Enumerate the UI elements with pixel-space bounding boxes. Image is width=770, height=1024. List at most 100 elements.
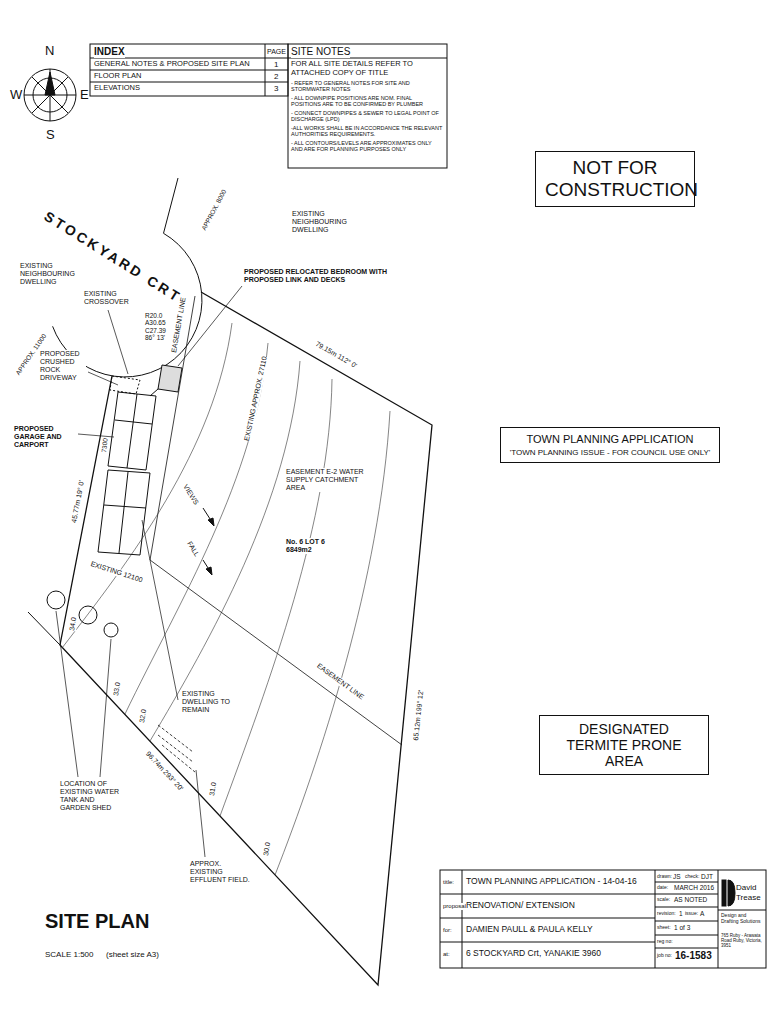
leader-line xyxy=(88,372,118,385)
contour-line xyxy=(125,343,268,714)
title-rule xyxy=(655,907,718,908)
linework xyxy=(24,44,766,985)
title-rule xyxy=(718,870,719,968)
compass-letter: W xyxy=(10,88,22,103)
relocated-bedroom xyxy=(158,365,182,392)
dwelling-wall xyxy=(104,505,146,508)
tree xyxy=(47,591,65,609)
title-rule xyxy=(718,910,766,911)
note-heading: DESIGNATED TERMITE PRONE AREA xyxy=(549,721,699,769)
plan-label: EXISTING NEIGHBOURING DWELLING xyxy=(20,262,82,286)
title-block-text: DJT xyxy=(701,873,713,880)
dimension: EXISTING 12100 xyxy=(90,560,144,584)
title-rule xyxy=(655,870,656,968)
logo-mark xyxy=(722,880,726,906)
title-block-label: revision: xyxy=(657,911,676,917)
contour-level: 32.0 xyxy=(138,709,148,724)
effluent-trench xyxy=(158,735,193,762)
garage-divider xyxy=(115,420,152,424)
index-heading: PAGE xyxy=(267,48,286,56)
arrow-head xyxy=(206,567,212,575)
contour-line xyxy=(220,379,332,816)
title-rule xyxy=(655,948,718,949)
plan-label: PROPOSED RELOCATED BEDROOM WITH PROPOSED… xyxy=(244,268,394,284)
site-note: - ALL DOWNPIPE POSITIONS ARE NOM. FINAL … xyxy=(291,95,443,108)
scale-note: SCALE 1:500 xyxy=(45,950,93,959)
site-note: FOR ALL SITE DETAILS REFER TO ATTACHED C… xyxy=(291,60,443,77)
arrow-head xyxy=(208,518,214,526)
page-number: 3 xyxy=(274,84,278,93)
title-rule xyxy=(440,894,655,895)
table-rule xyxy=(90,58,447,59)
title-block-text: TOWN PLANNING APPLICATION - 14-04-16 xyxy=(466,877,637,887)
leader-line xyxy=(100,639,111,777)
compass-letter: S xyxy=(46,128,55,143)
title-block-text: DAMIEN PAULL & PAULA KELLY xyxy=(466,925,593,935)
title-block-text: JS xyxy=(673,873,681,880)
note-box: DESIGNATED TERMITE PRONE AREA xyxy=(539,715,709,775)
index-entry: GENERAL NOTES & PROPOSED SITE PLAN xyxy=(94,60,250,69)
title-block-label: date: xyxy=(657,885,668,891)
title-block-label: issue: xyxy=(685,911,698,917)
lot-boundary xyxy=(60,292,432,985)
contour-level: 30.0 xyxy=(262,842,272,857)
compass-letter: N xyxy=(45,44,54,59)
site-note: - ALL CONTOURS/LEVELS ARE APPROXIMATES O… xyxy=(291,140,443,153)
title-rule xyxy=(462,870,463,968)
dimension: EXISTING APPROX. 27110 xyxy=(243,356,269,442)
job-number: 16-1583 xyxy=(675,950,712,962)
title-block-label: drawn: xyxy=(657,874,672,880)
page-number: 1 xyxy=(274,60,278,69)
title-block-label: sheet: xyxy=(657,925,671,931)
title-rule xyxy=(655,935,718,936)
site-note: - REFER TO GENERAL NOTES FOR SITE AND ST… xyxy=(291,80,443,93)
title-block-text: MARCH 2016 xyxy=(674,884,714,891)
plan-label: VIEWS xyxy=(181,483,200,506)
index-heading: INDEX xyxy=(94,46,125,58)
title-block-text: 1 of 3 xyxy=(674,924,690,931)
plan-label: EXISTING DWELLING TO REMAIN xyxy=(182,690,237,714)
logo-text: David xyxy=(736,883,756,892)
title-rule xyxy=(440,918,655,919)
site-note: - CONNECT DOWNPIPES & SEWER TO LEGAL POI… xyxy=(291,110,443,123)
title-block-text: AS NOTED xyxy=(674,896,707,903)
boundary-extension xyxy=(28,612,60,645)
garage-divider xyxy=(127,394,137,468)
title-rule xyxy=(655,894,718,895)
dimension: 45.77m 19° 0' xyxy=(70,480,86,524)
index-heading: SITE NOTES xyxy=(291,46,350,58)
leader-line xyxy=(56,611,78,777)
compass-ring xyxy=(24,69,76,121)
plan-label: LOCATION OF EXISTING WATER TANK AND GARD… xyxy=(60,780,120,812)
effluent-trench xyxy=(158,725,193,752)
contour-level: 31.0 xyxy=(208,782,218,797)
leader-line xyxy=(108,310,128,374)
driveway xyxy=(110,376,140,394)
note-box: TOWN PLANNING APPLICATION'TOWN PLANNING … xyxy=(500,427,721,463)
scale-note: (sheet size A3) xyxy=(106,950,159,959)
logo-text: 765 Ruby - Arawata Road Ruby, Victoria, … xyxy=(721,933,765,949)
site-note: -ALL WORKS SHALL BE IN ACCORDANCE THE RE… xyxy=(291,125,443,138)
contour-line xyxy=(275,411,390,875)
index-table xyxy=(90,44,288,96)
dwelling-wall xyxy=(119,472,128,553)
note-heading: NOT FOR CONSTRUCTION xyxy=(545,157,685,201)
plan-label: EASEMENT LINE xyxy=(315,662,365,701)
title-block-label: proposal: xyxy=(443,903,468,910)
plan-label: APPROX. EXISTING EFFLUENT FIELD. xyxy=(190,860,252,884)
title-block-text: 6 STOCKYARD Crt, YANAKIE 3960 xyxy=(466,949,601,959)
dimension: 65.12m 199° 12' xyxy=(412,689,425,740)
logo-text: Trease xyxy=(736,893,761,902)
title-rule xyxy=(655,882,718,883)
road-edge xyxy=(164,178,179,233)
logo-text: Design and Drafting Solutions xyxy=(721,913,765,925)
plan-label: EXISTING NEIGHBOURING DWELLING xyxy=(292,210,354,234)
page-number: 2 xyxy=(274,72,278,81)
plan-label: FALL xyxy=(185,540,200,558)
existing-dwelling xyxy=(98,470,150,555)
contour-level: 33.0 xyxy=(112,682,122,697)
title-block-text: 1 xyxy=(679,910,683,917)
note-text: 'TOWN PLANNING ISSUE - FOR COUNCIL USE O… xyxy=(510,448,711,457)
plan-label: EXISTING CROSSOVER xyxy=(84,290,134,306)
dimension: APPROX. 8000 xyxy=(200,188,228,231)
